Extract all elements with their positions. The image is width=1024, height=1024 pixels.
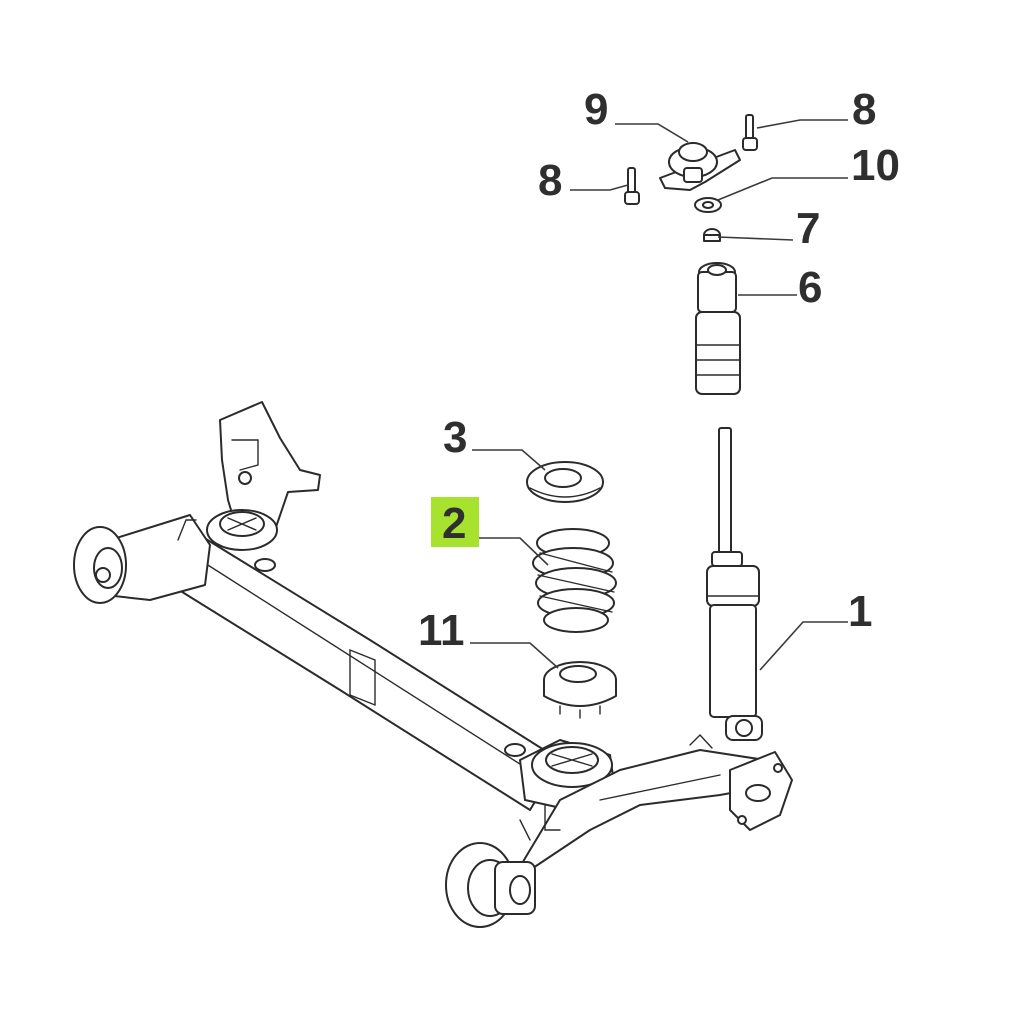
leader-7	[717, 236, 794, 241]
part-9-upper-mount	[659, 142, 741, 191]
part-6-protective-boot	[695, 262, 741, 395]
leader-8b	[570, 184, 629, 191]
callout-9: 9	[584, 85, 608, 134]
leader-1	[759, 621, 848, 671]
callout-2-highlight	[431, 497, 479, 547]
part-11-lower-spring-pad	[543, 661, 617, 719]
callout-8-right: 8	[852, 85, 876, 134]
leader-10	[717, 177, 848, 201]
part-10-washer	[694, 197, 722, 213]
callout-7: 7	[796, 204, 820, 253]
part-8-bolt-right	[742, 114, 758, 151]
callout-labels: 1 2 3 6 7 8 8 9 10 11	[418, 85, 900, 655]
callout-3: 3	[443, 413, 467, 462]
leader-9	[615, 123, 689, 143]
callout-6: 6	[798, 263, 822, 312]
callout-10: 10	[851, 141, 900, 190]
part-7-nut	[703, 228, 721, 242]
callout-2: 2	[442, 499, 466, 548]
part-1-shock-absorber	[706, 427, 763, 741]
leader-8a	[756, 119, 848, 129]
callout-8-left: 8	[538, 156, 562, 205]
leader-3	[472, 449, 546, 471]
part-2-coil-spring	[532, 528, 617, 633]
leader-lines	[470, 119, 848, 671]
leader-2	[478, 537, 549, 566]
rear-axle-beam	[73, 401, 793, 928]
part-8-bolt-left	[624, 167, 640, 205]
part-3-upper-spring-pad	[526, 461, 604, 503]
callout-1: 1	[848, 587, 872, 636]
callout-11: 11	[418, 606, 465, 655]
leader-11	[470, 642, 559, 669]
